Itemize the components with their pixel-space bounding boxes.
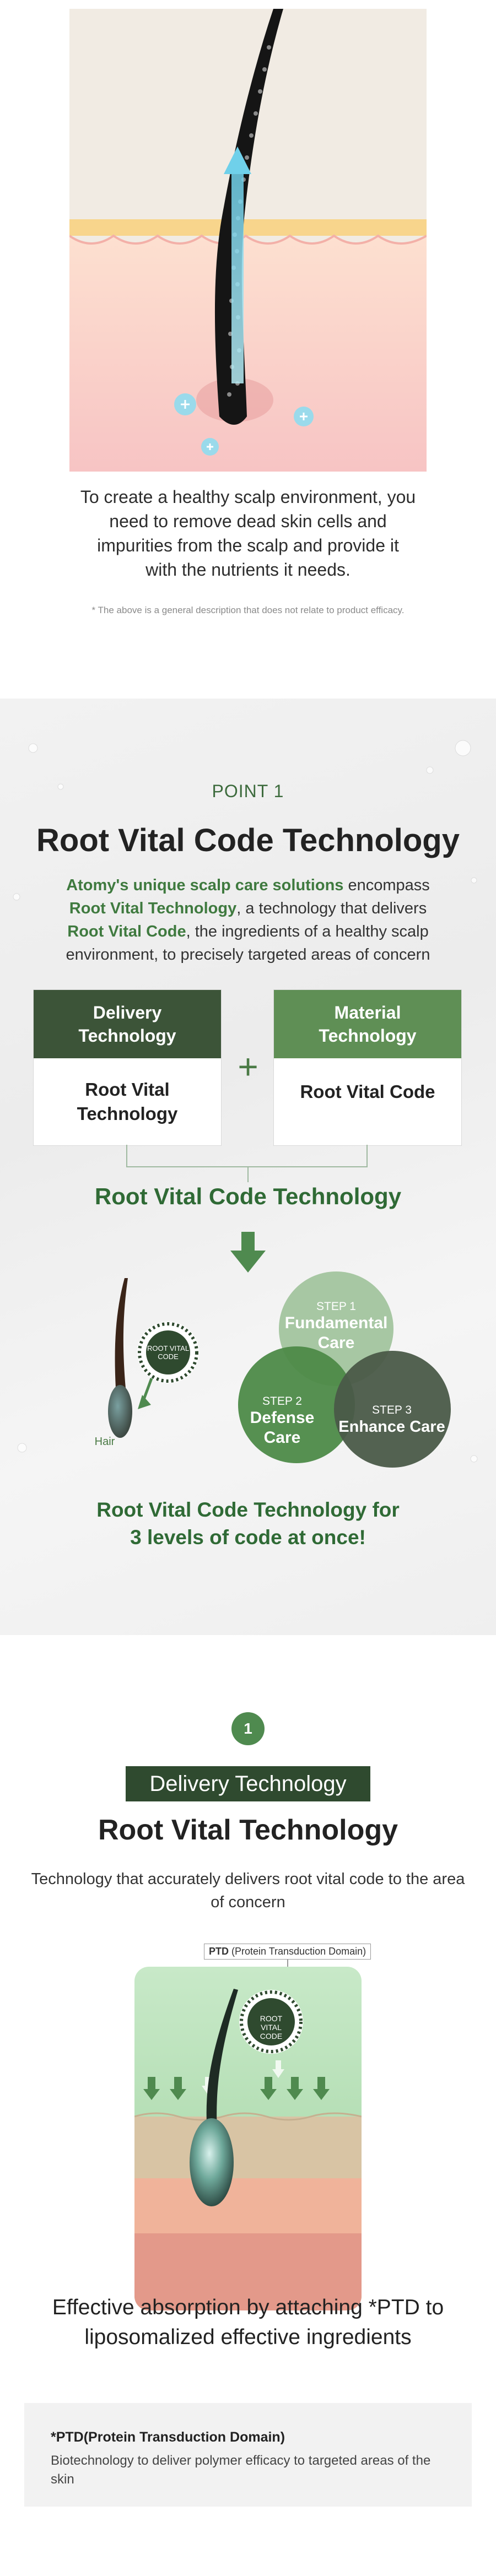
delivery-technology-label: Delivery Technology xyxy=(126,1766,370,1801)
water-droplets xyxy=(13,740,478,1463)
point1-description: Atomy's unique scalp care solutions enco… xyxy=(66,876,430,964)
section1-description: Technology that accurately delivers root… xyxy=(31,1870,465,1911)
ptd-note-title: *PTD(Protein Transduction Domain) xyxy=(51,2429,285,2445)
levels-text: Root Vital Code Technology for 3 levels … xyxy=(96,1498,400,1549)
section-number: 1 xyxy=(231,1712,265,1745)
point-label: POINT 1 xyxy=(212,781,284,801)
step1-label: STEP 1 Fundamental Care xyxy=(284,1300,388,1352)
result-title: Root Vital Code Technology xyxy=(94,1183,402,1209)
section1-title: Root Vital Technology xyxy=(98,1814,398,1846)
step2-label: STEP 2 Defense Care xyxy=(250,1395,315,1447)
hair-label: Hair xyxy=(94,1436,115,1448)
disclaimer: * The above is a general description tha… xyxy=(91,605,405,615)
down-arrow-icon xyxy=(230,1232,266,1273)
point1-title: Root Vital Code Technology xyxy=(36,822,460,858)
ptd-tag: PTD (Protein Transduction Domain) xyxy=(204,1944,371,1960)
skin-layers-illustration xyxy=(134,1967,362,2310)
ptd-note-description: Biotechnology to deliver polymer efficac… xyxy=(51,2453,431,2487)
scalp-illustration xyxy=(69,9,427,472)
hair-code-illustration xyxy=(108,1278,199,1438)
three-steps-venn xyxy=(238,1271,451,1468)
intro-text: To create a healthy scalp environment, y… xyxy=(80,487,416,580)
ptd-note-box: *PTD(Protein Transduction Domain) Biotec… xyxy=(24,2403,472,2507)
plus-sign: + xyxy=(238,1047,258,1086)
effect-text: Effective absorption by attaching *PTD t… xyxy=(52,2296,444,2349)
step3-label: STEP 3 Enhance Care xyxy=(338,1404,445,1436)
merge-bracket xyxy=(126,1145,368,1182)
material-technology-body: Root Vital Code xyxy=(300,1081,435,1102)
